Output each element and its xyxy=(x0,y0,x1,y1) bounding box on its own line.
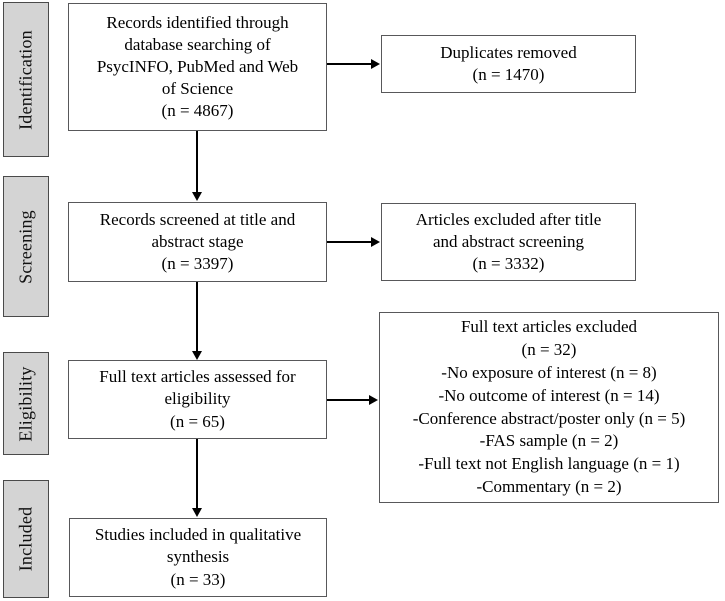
box-line: Studies included in qualitative xyxy=(94,525,302,545)
box-line: (n = 1470) xyxy=(472,65,545,84)
connector-screened-to-excluded xyxy=(327,241,373,243)
box-line: (n = 65) xyxy=(170,411,225,431)
box-full-text-assessed: Full text articles assessed for eligibil… xyxy=(68,360,327,439)
box-line: (n = 4867) xyxy=(161,101,234,121)
box-records-identified: Records identified through database sear… xyxy=(68,3,327,131)
connector-identified-to-screened xyxy=(196,131,198,193)
stage-bar-identification: Identification xyxy=(3,2,49,157)
box-line: -Commentary (n = 2) xyxy=(476,476,622,496)
box-line: eligibility xyxy=(164,389,231,409)
box-line: -FAS sample (n = 2) xyxy=(479,431,619,451)
box-line: -Conference abstract/poster only (n = 5) xyxy=(412,408,686,428)
arrowhead-screened-to-fulltext xyxy=(191,351,202,360)
box-line: Records identified through xyxy=(106,12,289,32)
box-line: database searching of xyxy=(124,34,271,54)
box-line: Articles excluded after title xyxy=(415,209,602,229)
stage-bar-included: Included xyxy=(3,480,49,598)
box-line: Full text articles assessed for xyxy=(99,367,296,387)
box-records-screened: Records screened at title and abstract s… xyxy=(68,202,327,282)
stage-bar-screening: Screening xyxy=(3,176,49,317)
box-articles-excluded-title-abstract: Articles excluded after title and abstra… xyxy=(381,203,636,281)
arrowhead-screened-to-excluded xyxy=(371,236,380,247)
box-line: (n = 33) xyxy=(170,569,226,589)
connector-fulltext-to-fulltext-excluded xyxy=(327,399,371,401)
box-line: of Science xyxy=(161,79,234,99)
box-line: PsycINFO, PubMed and Web xyxy=(96,56,299,76)
box-line: Duplicates removed xyxy=(440,42,577,62)
connector-screened-to-fulltext xyxy=(196,282,198,352)
stage-label-eligibility: Eligibility xyxy=(15,365,36,442)
box-line: -Full text not English language (n = 1) xyxy=(418,454,680,474)
box-line: -No exposure of interest (n = 8) xyxy=(441,362,657,382)
arrowhead-identified-to-duplicates xyxy=(371,58,380,69)
connector-identified-to-duplicates xyxy=(327,63,373,65)
arrowhead-fulltext-to-included xyxy=(191,508,202,517)
box-line: synthesis xyxy=(166,547,230,567)
stage-bar-eligibility: Eligibility xyxy=(3,352,49,455)
connector-fulltext-to-included xyxy=(196,439,198,509)
box-line: (n = 32) xyxy=(521,340,577,360)
box-line: -No outcome of interest (n = 14) xyxy=(438,385,660,405)
stage-label-identification: Identification xyxy=(15,29,36,130)
box-line: (n = 3397) xyxy=(161,254,234,274)
box-line: (n = 3332) xyxy=(472,254,545,274)
arrowhead-fulltext-to-fulltext-excluded xyxy=(369,394,378,405)
stage-label-screening: Screening xyxy=(15,209,36,284)
box-full-text-excluded: Full text articles excluded (n = 32) -No… xyxy=(379,312,719,503)
box-duplicates-removed: Duplicates removed (n = 1470) xyxy=(381,35,636,93)
box-line: Records screened at title and xyxy=(99,209,296,229)
box-line: Full text articles excluded xyxy=(460,317,638,337)
box-line: and abstract screening xyxy=(432,231,585,251)
arrowhead-identified-to-screened xyxy=(191,192,202,201)
box-studies-included: Studies included in qualitative synthesi… xyxy=(69,518,327,597)
stage-label-included: Included xyxy=(15,506,36,572)
box-line: abstract stage xyxy=(151,231,244,251)
